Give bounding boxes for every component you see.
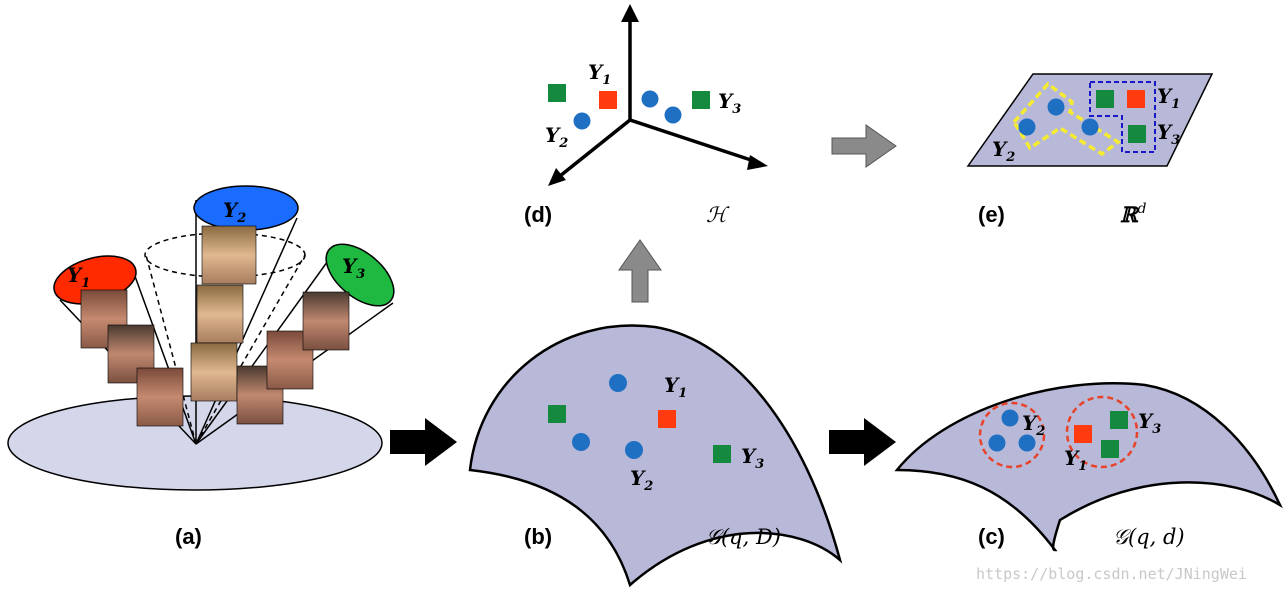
points-y3 [548, 405, 731, 463]
point-y2-c [1018, 434, 1036, 452]
face-image [201, 225, 257, 285]
face-image [190, 342, 238, 402]
face-image [196, 284, 244, 344]
panel-c: Y2 Y3 Y1 (c) 𝒢(q, d) [894, 382, 1283, 552]
panel-d: Y1 Y2 Y3 (d) ℋ [524, 4, 768, 227]
face-images [80, 225, 350, 427]
point-y3-d [548, 84, 566, 102]
manifold-b [468, 324, 843, 588]
space-label-d: ℋ [706, 203, 730, 227]
cone-label-y3: Y3 [342, 254, 365, 282]
label-y1-d: Y1 [588, 60, 611, 88]
point-y2-d [641, 90, 659, 108]
point-y1-d [599, 91, 617, 109]
points-y2 [572, 374, 643, 459]
label-y3-b: Y3 [741, 444, 764, 472]
point-y2-c [988, 434, 1006, 452]
axis-arrowheads [548, 4, 768, 186]
label-y1-b: Y1 [664, 373, 687, 401]
point-y3-c [1101, 440, 1119, 458]
arrow-d-to-e [831, 124, 897, 168]
point-y3-d [692, 91, 710, 109]
panel-label-d: (d) [524, 202, 552, 227]
point-y1-c [1074, 425, 1092, 443]
watermark: https://blog.csdn.net/JNingWei [976, 565, 1247, 583]
point-y2-e [1047, 98, 1065, 116]
dashed-blue-group [1089, 81, 1156, 153]
label-y3-c: Y3 [1138, 409, 1161, 437]
arrow-b-to-c [829, 418, 896, 466]
panel-a: Y2 Y1 Y3 (a) [7, 185, 395, 549]
face-image [80, 289, 128, 349]
point-y2-e [1018, 118, 1036, 136]
point-y2-d [573, 112, 591, 130]
panel-label-c: (c) [978, 524, 1005, 549]
label-y3-d: Y3 [718, 89, 741, 117]
point-y2-c [1001, 409, 1019, 427]
arrow-a-to-b [390, 418, 457, 466]
cone-label-y2: Y2 [223, 198, 246, 226]
panel-label-a: (a) [175, 524, 202, 549]
space-label-c: 𝒢(q, d) [1113, 525, 1185, 549]
point-y1 [658, 410, 676, 428]
manifold-c [894, 382, 1283, 552]
space-label-b: 𝒢(q, D) [706, 525, 781, 549]
axes-3d [553, 14, 761, 182]
arrow-b-to-d [618, 239, 662, 303]
panel-label-b: (b) [524, 524, 552, 549]
label-y1-e: Y1 [1157, 84, 1180, 112]
panel-e: Y1 Y2 Y3 (e) ℝd [966, 73, 1214, 227]
label-y3-e: Y3 [1157, 120, 1180, 148]
label-y2-e: Y2 [992, 137, 1015, 165]
label-y2-c: Y2 [1022, 411, 1045, 439]
point-y3-e [1128, 125, 1146, 143]
label-y2-b: Y2 [630, 466, 653, 494]
face-image [136, 367, 184, 427]
panel-b: Y1 Y2 Y3 (b) 𝒢(q, D) [468, 324, 843, 588]
label-y1-c: Y1 [1064, 446, 1087, 474]
cluster-circle-y1-y3 [1065, 395, 1139, 469]
cluster-circle-y2 [978, 401, 1046, 469]
point-y2-d [664, 106, 682, 124]
point-y3-e [1096, 90, 1114, 108]
face-image [302, 291, 350, 351]
space-label-e: ℝd [1120, 201, 1146, 227]
point-y1-e [1127, 90, 1145, 108]
cone-label-y1: Y1 [67, 263, 90, 291]
point-y3-c [1110, 411, 1128, 429]
panel-label-e: (e) [978, 202, 1005, 227]
dashed-yellow-group [1011, 81, 1122, 157]
label-y2-d: Y2 [545, 123, 568, 151]
point-y2-e [1081, 118, 1099, 136]
dashed-cone [144, 232, 306, 445]
